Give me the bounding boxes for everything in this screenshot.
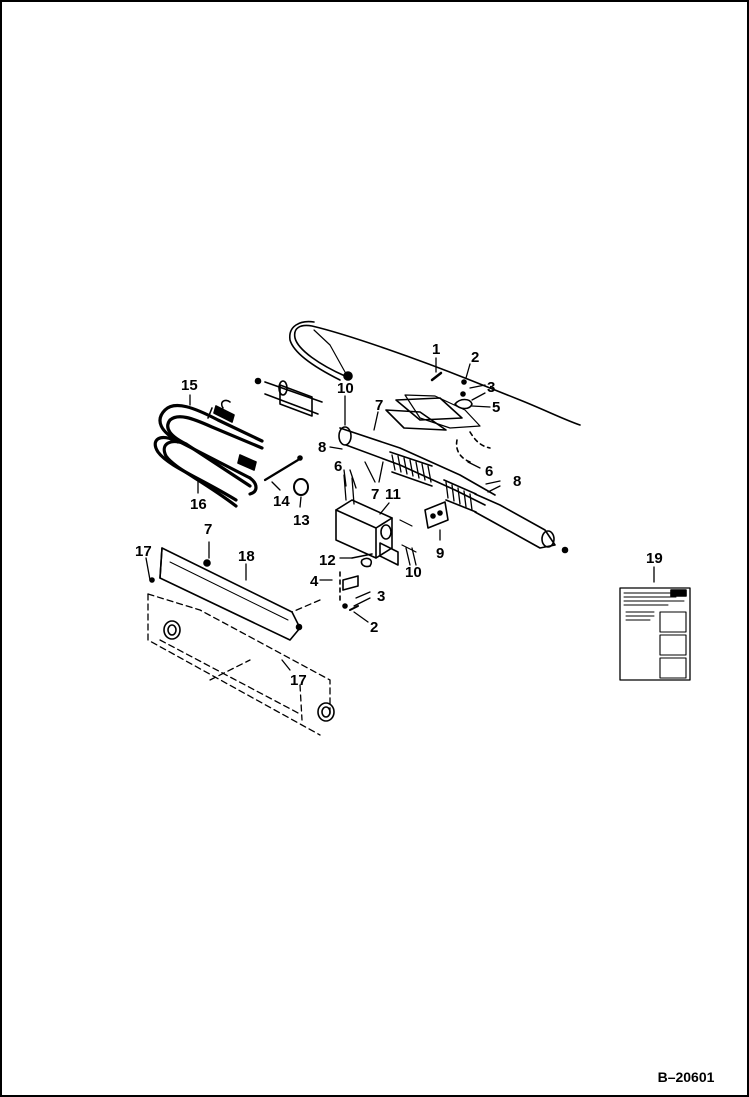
callout: 6 (334, 458, 342, 475)
callout: 18 (238, 548, 255, 565)
callout: 1 (432, 341, 440, 358)
leader-lines (145, 357, 655, 671)
callout: 10 (337, 380, 354, 397)
callout: 3 (377, 588, 385, 605)
callout: 16 (190, 496, 207, 513)
callout-labels: 1 2 3 5 10 7 8 6 7 6 11 8 9 10 12 4 3 2 … (135, 341, 663, 689)
callout: 17 (135, 543, 152, 560)
callout: 17 (290, 672, 307, 689)
callout: 9 (436, 545, 444, 562)
callout: 13 (293, 512, 310, 529)
callout: 19 (646, 550, 663, 567)
callout: 14 (273, 493, 290, 510)
callout: 3 (487, 379, 495, 396)
callout: 8 (513, 473, 521, 490)
fitting-14 (263, 458, 300, 482)
callout: 10 (405, 564, 422, 581)
callout: 7 (204, 521, 212, 538)
callout: 4 (310, 573, 319, 590)
top-bracket (385, 371, 491, 463)
callout: 11 (385, 486, 401, 503)
guard-18 (149, 547, 303, 641)
callout: 12 (319, 552, 336, 569)
mount-block (335, 474, 417, 566)
callout: 15 (181, 377, 198, 394)
cable-loop (289, 320, 581, 426)
cylinder-assembly (254, 377, 569, 554)
hardware-12-4 (339, 553, 373, 611)
callout: 6 (485, 463, 493, 480)
callout: 2 (471, 349, 479, 366)
decal-sheet (619, 587, 691, 681)
callout: 7 (371, 486, 379, 503)
hose-coil (153, 404, 264, 508)
callout: 8 (318, 439, 326, 456)
frame-pivots (163, 620, 335, 722)
hose-fittings (207, 399, 257, 471)
callout: 2 (370, 619, 378, 636)
machine-frame (147, 593, 331, 736)
callout: 5 (492, 399, 500, 416)
callout: 7 (375, 397, 383, 414)
figure-reference-code: B–20601 (658, 1069, 715, 1085)
o-ring-13 (293, 478, 309, 496)
